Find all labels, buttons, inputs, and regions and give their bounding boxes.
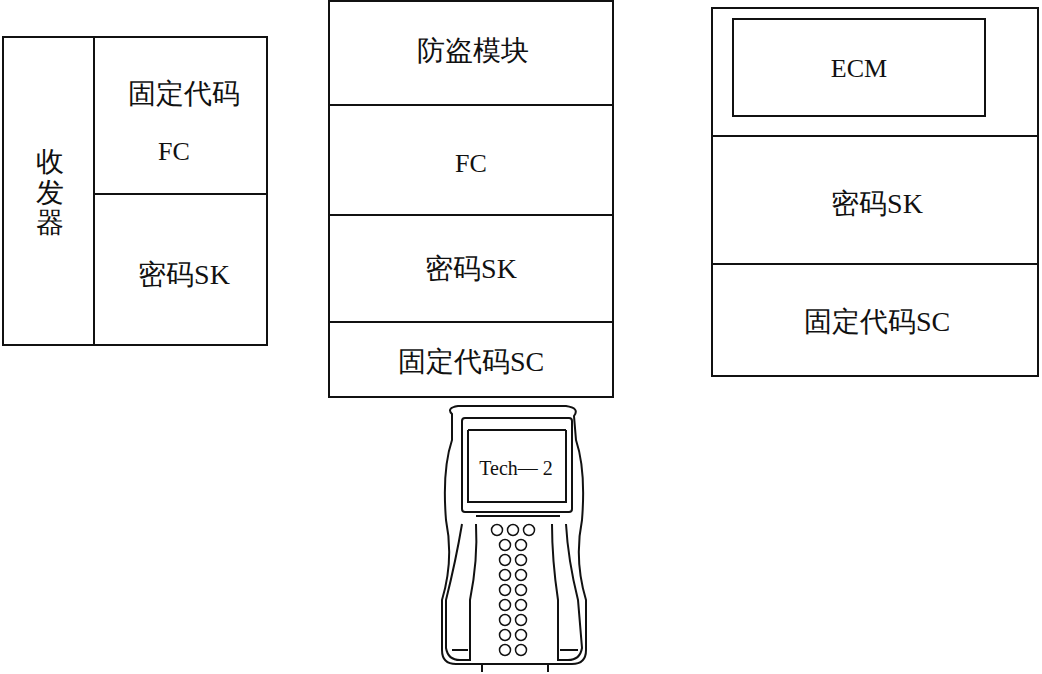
box-text: 固定代码SC bbox=[398, 345, 544, 379]
key-button bbox=[500, 615, 511, 626]
secret-key-row: 密码SK bbox=[328, 214, 614, 321]
key-button bbox=[516, 645, 527, 656]
key-button bbox=[500, 540, 511, 551]
key-button bbox=[500, 585, 511, 596]
transponder-box: 收发器 固定代码 FC 密码SK bbox=[2, 36, 268, 346]
key-button bbox=[508, 525, 519, 536]
key-button bbox=[524, 525, 535, 536]
box-text: 密码SK bbox=[425, 252, 517, 286]
ecm-box: ECM bbox=[732, 18, 986, 117]
key-button bbox=[500, 570, 511, 581]
key-button bbox=[516, 570, 527, 581]
box-text: 固定代码 bbox=[128, 77, 240, 111]
box-text: FC bbox=[158, 136, 190, 167]
key-button bbox=[500, 555, 511, 566]
key-button bbox=[516, 540, 527, 551]
key-button bbox=[516, 600, 527, 611]
key-button bbox=[516, 630, 527, 641]
box-text: 收发器 bbox=[36, 147, 64, 239]
box-text: 密码SK bbox=[138, 258, 230, 292]
row-divider bbox=[713, 135, 1037, 137]
box-text: ECM bbox=[831, 53, 887, 84]
key-button bbox=[516, 615, 527, 626]
key-button bbox=[492, 525, 503, 536]
box-text: FC bbox=[455, 148, 487, 179]
key-button bbox=[500, 630, 511, 641]
engine-control-box: 密码SK 固定代码SC ECM bbox=[711, 7, 1039, 377]
row-divider bbox=[713, 263, 1037, 265]
fixed-code-sc-row: 固定代码SC bbox=[328, 321, 614, 398]
fc-row: FC bbox=[328, 104, 614, 214]
box-text: 防盗模块 bbox=[417, 34, 529, 68]
secret-key-cell: 密码SK bbox=[93, 193, 268, 346]
key-button bbox=[516, 555, 527, 566]
key-button bbox=[516, 585, 527, 596]
box-text: 固定代码SC bbox=[804, 305, 950, 339]
box-text: 密码SK bbox=[831, 187, 923, 221]
key-button bbox=[500, 645, 511, 656]
screen-label: Tech— 2 bbox=[479, 456, 553, 480]
immobilizer-module: 防盗模块 FC 密码SK 固定代码SC bbox=[328, 0, 614, 398]
fixed-code-cell: 固定代码 FC bbox=[93, 37, 268, 193]
key-button bbox=[500, 600, 511, 611]
